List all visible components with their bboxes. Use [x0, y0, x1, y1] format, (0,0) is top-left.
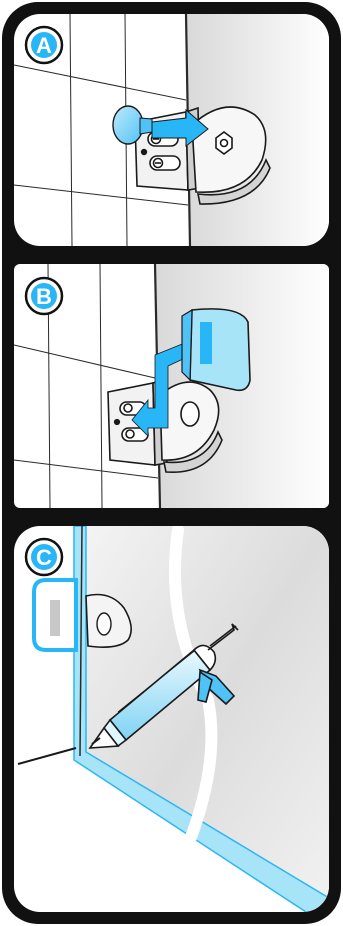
panel-c: C — [14, 526, 329, 912]
step-b-label: B — [36, 284, 52, 309]
step-a-label: A — [36, 33, 52, 58]
step-c-label: C — [36, 545, 52, 570]
step-a-badge: A — [26, 27, 62, 63]
panel-b: B — [14, 264, 329, 508]
step-c-badge: C — [26, 539, 62, 575]
panel-a: A — [14, 14, 329, 246]
step-b-badge: B — [26, 278, 62, 314]
cover-cap — [182, 309, 250, 390]
